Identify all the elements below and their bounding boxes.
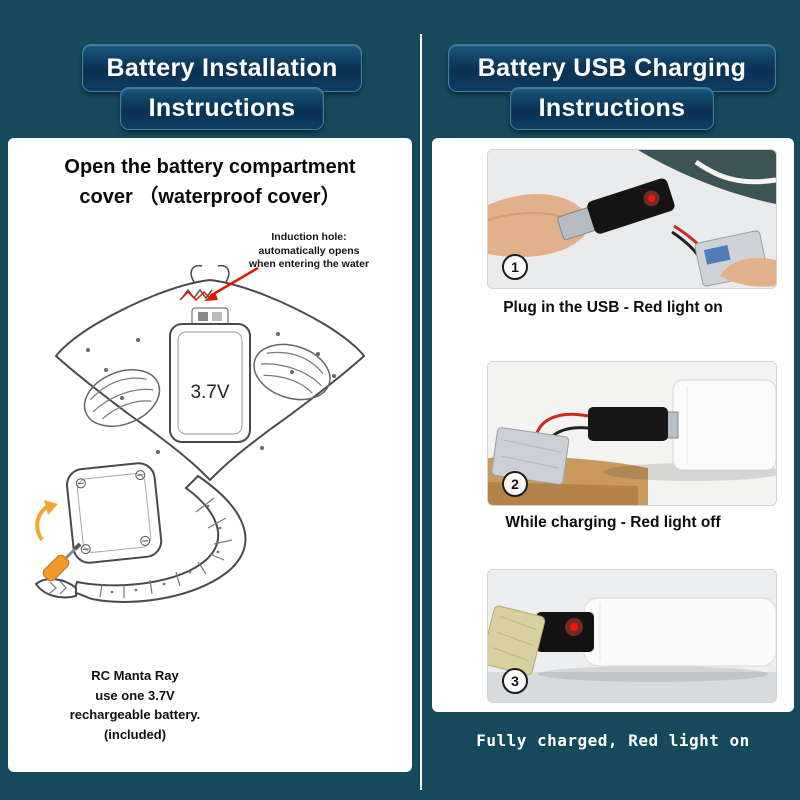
subtitle-line2: cover （waterproof cover） (79, 186, 341, 208)
hand-right (720, 257, 776, 287)
left-header-box-2: Instructions (120, 87, 324, 130)
right-header-box-1: Battery USB Charging (448, 44, 776, 92)
cephalic-fins (190, 264, 230, 283)
left-header-line1: Battery Installation (106, 53, 338, 82)
usb-charger (557, 178, 675, 241)
photo-1-illustration (488, 150, 776, 288)
battery-open-instruction: Open the battery compartment cover （wate… (18, 152, 402, 212)
step-number-1: 1 (502, 254, 528, 280)
subtitle-line1: Open the battery compartment (64, 156, 356, 178)
photo-fully-charged: 3 (488, 570, 776, 702)
tail-segments (99, 497, 233, 598)
step-2-caption: While charging - Red light off (505, 514, 721, 531)
battery-cover (66, 462, 163, 564)
screwdriver (42, 542, 82, 582)
white-power-bank (583, 597, 776, 667)
column-divider-line (420, 34, 422, 790)
induction-hole-red-mark (179, 290, 213, 302)
left-header-box-1: Battery Installation (82, 44, 362, 92)
tail-segment-dots (110, 504, 222, 594)
step-number-2: 2 (502, 471, 528, 497)
right-header-line2: Instructions (538, 94, 686, 122)
step-3-caption: Fully charged, Red light on (476, 731, 750, 750)
footnote-line1: RC Manta Ray (91, 668, 179, 683)
left-header-line2: Instructions (148, 94, 296, 122)
annotation-line1: Induction hole: (271, 231, 347, 243)
step-1-caption: Plug in the USB - Red light on (503, 299, 723, 316)
unscrew-arrow (35, 500, 58, 542)
left-wing-grille (83, 369, 161, 427)
wing-dots (86, 332, 336, 454)
lipo-battery (491, 427, 570, 485)
right-header-box-2: Instructions (510, 87, 714, 130)
red-led (648, 194, 656, 202)
usb-charger (536, 612, 594, 652)
annotation-line2: automatically opens (258, 244, 360, 257)
induction-hole (181, 288, 213, 300)
lipo-battery (488, 605, 546, 676)
footnote-line2: use one 3.7V (95, 687, 175, 703)
hand-left (488, 194, 588, 258)
annotation-line3: when entering the water (248, 258, 370, 271)
right-header-line1: Battery USB Charging (477, 53, 747, 82)
battery-compartment: 3.7V (169, 323, 251, 443)
photo-plug-in-usb: 1 (488, 150, 776, 288)
annotation-arrow (204, 266, 259, 301)
step-number-3: 3 (502, 668, 528, 694)
footnote-line4: (included) (103, 726, 167, 742)
induction-hole-annotation: Induction hole: automatically opens when… (233, 231, 385, 272)
red-led (570, 623, 578, 631)
tail-tip-fin (34, 578, 77, 599)
battery-voltage-label: 3.7V (190, 382, 229, 403)
footnote-line3: rechargeable battery. (69, 707, 201, 722)
photo-while-charging: 2 (488, 362, 776, 505)
battery-included-note: RC Manta Ray use one 3.7V rechargeable b… (40, 666, 230, 744)
white-power-adapter (672, 379, 776, 471)
usb-charger (588, 407, 668, 441)
photo-2-illustration (488, 362, 776, 505)
manta-ray-diagram: 3.7V (34, 264, 366, 603)
photo-3-illustration (488, 570, 776, 702)
tail-outline (72, 474, 247, 603)
